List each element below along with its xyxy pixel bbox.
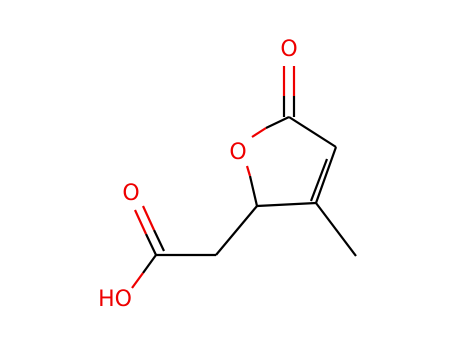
bond-ring-o-c2-red [245,165,252,177]
bond-ring-o-c5 [265,116,290,129]
bond-acid-oh [142,254,157,274]
atom-carbonyl-oxygen: O [280,37,297,62]
bond-methyl [315,202,357,257]
bond-acid-oh-red [131,272,144,289]
bond-acid-carbonyl-1-red [134,209,147,235]
bond-ring-c4-c3 [314,146,338,204]
bond-ring-c3-c2 [256,201,317,208]
bond-ring-c5-c4 [288,116,337,148]
bond-ring-c4-c3-double [309,158,329,202]
atom-hydroxyl: HO [98,287,132,312]
bond-acid-carbonyl-2-red [142,205,155,231]
bond-acid-carbonyl-1 [145,233,157,256]
bond-acid-carbonyl-2 [153,229,165,252]
bond-ring-o-c5-red [251,127,267,138]
atom-acid-carbonyl-oxygen: O [122,181,139,206]
bond-ch2 [215,205,258,256]
atom-ring-oxygen: O [229,140,246,165]
bond-ring-c2-o [248,175,259,207]
